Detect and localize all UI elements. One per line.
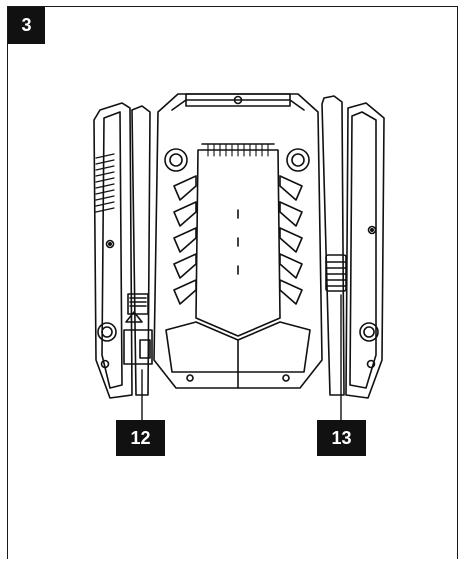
right-side-rod bbox=[321, 95, 347, 396]
left-side-panel bbox=[93, 102, 133, 399]
main-housing bbox=[153, 93, 323, 389]
callout-13-badge: 13 bbox=[317, 420, 366, 456]
page-frame bbox=[7, 6, 458, 559]
left-handle-rod bbox=[123, 105, 153, 396]
right-side-panel bbox=[345, 102, 385, 399]
figure-number-badge: 3 bbox=[8, 7, 45, 44]
callout-12-badge: 12 bbox=[116, 420, 165, 456]
